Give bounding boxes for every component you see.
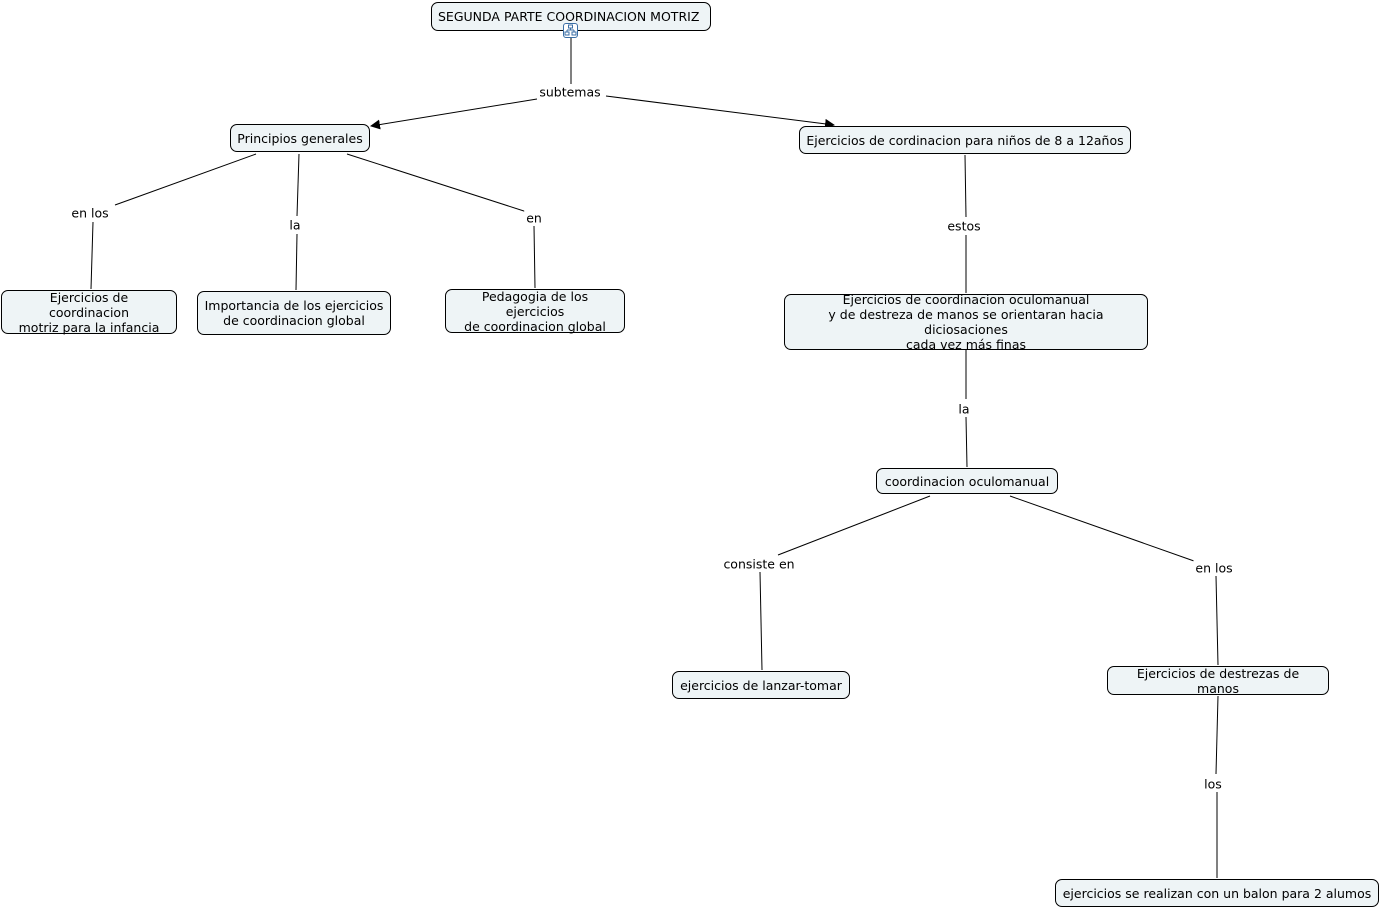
- line-subtemas-ejercicios: [605, 95, 835, 129]
- node-balon[interactable]: ejercicios se realizan con un balon para…: [1055, 879, 1379, 907]
- line-coordinacion-enlos: [1009, 495, 1195, 562]
- node-coordinacion-oculomanual[interactable]: coordinacion oculomanual: [876, 468, 1058, 494]
- node-destrezas-manos[interactable]: Ejercicios de destrezas de manos: [1107, 666, 1329, 696]
- line-en-pedagogia: [533, 225, 536, 289]
- node-motriz-infancia[interactable]: Ejercicios de coordinacion motriz para l…: [1, 290, 177, 335]
- node-root[interactable]: SEGUNDA PARTE COORDINACION MOTRIZ: [431, 2, 711, 31]
- link-label-en-los: en los: [1193, 560, 1235, 576]
- line-principios-en: [346, 153, 528, 213]
- link-label-la: la: [287, 217, 303, 233]
- link-label-en: en: [524, 210, 544, 226]
- link-label-los: los: [1202, 776, 1224, 792]
- link-label-en-los: en los: [69, 205, 111, 221]
- node-oculomanual-destreza[interactable]: Ejercicios de coordinacion oculomanual y…: [784, 292, 1148, 352]
- node-pedagogia[interactable]: Pedagogia de los ejercicios de coordinac…: [445, 289, 625, 334]
- line-enlos-motriz: [90, 221, 94, 290]
- link-label-consiste-en: consiste en: [721, 556, 797, 572]
- node-importancia[interactable]: Importancia de los ejercicios de coordin…: [197, 291, 391, 335]
- line-principios-enlos: [114, 153, 257, 206]
- node-principios-generales[interactable]: Principios generales: [230, 124, 370, 152]
- line-coordinacion-consiste: [777, 495, 931, 556]
- line-ejercicios-estos: [964, 154, 967, 218]
- link-label-la: la: [956, 401, 972, 417]
- link-label-subtemas: subtemas: [537, 84, 603, 100]
- concept-map-icon[interactable]: [563, 23, 578, 38]
- line-consiste-lanzar: [759, 571, 763, 671]
- line-la-coordinacion: [965, 416, 968, 468]
- node-ejercicios-8-12[interactable]: Ejercicios de cordinacion para niños de …: [799, 126, 1131, 154]
- line-subtemas-principios: [370, 98, 538, 130]
- line-enlos-destrezas: [1215, 575, 1219, 666]
- line-destrezas-los: [1215, 695, 1219, 775]
- line-la-importancia: [295, 233, 298, 291]
- link-label-estos: estos: [945, 218, 983, 234]
- node-lanzar-tomar[interactable]: ejercicios de lanzar-tomar: [672, 671, 850, 699]
- line-principios-la: [296, 153, 300, 217]
